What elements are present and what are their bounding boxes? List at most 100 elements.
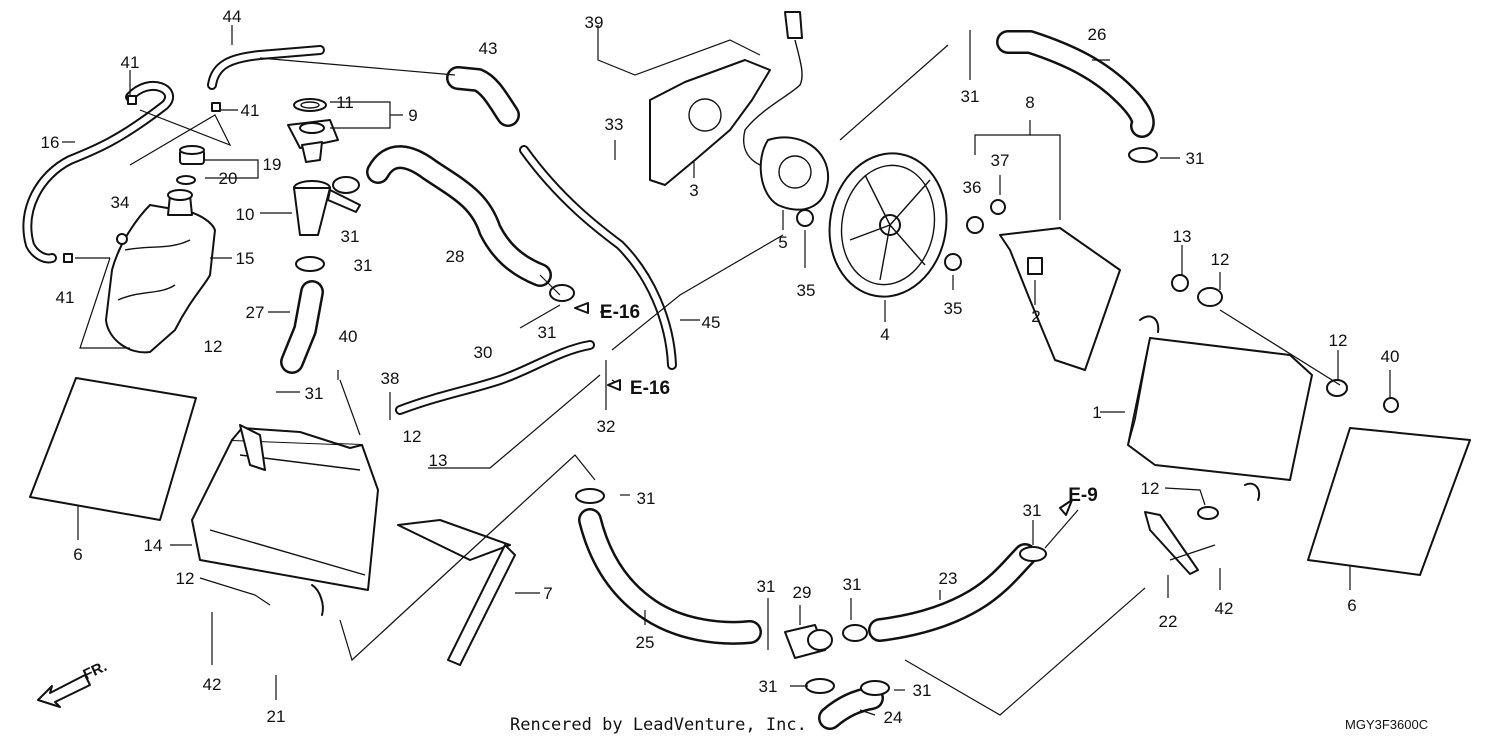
callout-33: 33: [605, 115, 624, 134]
callout-31: 31: [341, 227, 360, 246]
callout-32: 32: [597, 417, 616, 436]
callout-6: 6: [1347, 596, 1356, 615]
hose-28: [366, 145, 552, 287]
callout-21: 21: [267, 707, 286, 726]
callout-10: 10: [236, 205, 255, 224]
callout-labels: 44 41 41 11 9 43 16 19 20 34 10 31 15 31…: [41, 7, 1400, 727]
callout-34: 34: [111, 193, 130, 212]
callout-22: 22: [1159, 612, 1178, 631]
hose-26: [996, 30, 1155, 138]
clamp-31-upper: [1128, 147, 1158, 163]
hose-25: [578, 508, 762, 645]
front-direction-arrow: [37, 674, 91, 708]
callout-40: 40: [339, 327, 358, 346]
callout-15: 15: [236, 249, 255, 268]
fan-4: [828, 152, 948, 298]
callout-31: 31: [305, 384, 324, 403]
callout-3: 3: [689, 181, 698, 200]
hose-27: [280, 280, 324, 374]
motor-5: [743, 11, 830, 211]
callout-28: 28: [446, 247, 465, 266]
callout-14: 14: [144, 536, 163, 555]
callout-26: 26: [1088, 25, 1107, 44]
callout-12: 12: [1141, 479, 1160, 498]
cap-19: [179, 145, 205, 165]
reserve-tank-15: [105, 189, 216, 354]
callout-31: 31: [843, 575, 862, 594]
callout-31: 31: [913, 681, 932, 700]
reference-e16-upper: E-16: [600, 302, 640, 323]
callout-12: 12: [1211, 250, 1230, 269]
callout-31: 31: [961, 87, 980, 106]
hose-16: [22, 80, 174, 264]
reference-e9: E-9: [1068, 485, 1098, 506]
stay-3: [649, 59, 771, 186]
reference-arrows: [574, 302, 1073, 516]
callout-31: 31: [757, 577, 776, 596]
hose-44: [207, 45, 325, 90]
callout-11: 11: [336, 93, 354, 112]
clamps-31-lower: [295, 176, 1047, 696]
callout-31: 31: [354, 256, 373, 275]
clip-41: [63, 95, 221, 263]
callout-38: 38: [381, 369, 400, 388]
section-references: E-16 E-16 E-9: [600, 302, 1098, 506]
fan-guard-6-left: [29, 377, 197, 521]
nut-35: [796, 209, 962, 271]
callout-31: 31: [1186, 149, 1205, 168]
callout-1: 1: [1092, 403, 1101, 422]
render-credit: Rencered by LeadVenture, Inc.: [510, 715, 807, 735]
reference-e16-lower: E-16: [630, 378, 670, 399]
callout-31: 31: [759, 677, 778, 696]
seal-20: [176, 175, 196, 185]
callout-41: 41: [56, 288, 75, 307]
callout-12: 12: [1329, 331, 1348, 350]
callout-12: 12: [403, 427, 422, 446]
callout-23: 23: [939, 569, 958, 588]
callout-35: 35: [797, 281, 816, 300]
callout-19: 19: [263, 155, 282, 174]
callout-30: 30: [474, 343, 493, 362]
callout-8: 8: [1025, 93, 1034, 112]
callout-7: 7: [543, 584, 552, 603]
callout-31: 31: [1023, 501, 1042, 520]
hose-23: [868, 543, 1037, 642]
radiator-1: [1127, 315, 1313, 501]
bolt-34: [116, 233, 128, 245]
radiator-14: [191, 424, 379, 616]
hose-24: [818, 686, 884, 730]
callout-41: 41: [121, 53, 140, 72]
callout-43: 43: [479, 39, 498, 58]
callout-31: 31: [538, 323, 557, 342]
cap-9: [287, 119, 339, 163]
callout-29: 29: [793, 583, 812, 602]
callout-45: 45: [702, 313, 721, 332]
callout-24: 24: [884, 708, 903, 727]
bracket-7: [397, 519, 516, 666]
callout-20: 20: [219, 169, 238, 188]
callout-9: 9: [408, 106, 417, 125]
callout-44: 44: [223, 7, 242, 26]
callout-13: 13: [1173, 227, 1192, 246]
leader-lines: [62, 25, 1391, 716]
callout-41: 41: [241, 101, 260, 120]
callout-36: 36: [963, 178, 982, 197]
pipe-43: [446, 66, 520, 127]
callout-42: 42: [1215, 599, 1234, 618]
bolt-2: [1027, 257, 1043, 275]
callout-42: 42: [203, 675, 222, 694]
callout-13: 13: [429, 451, 448, 470]
joint-29: [784, 624, 833, 659]
callout-16: 16: [41, 133, 60, 152]
callout-2: 2: [1031, 307, 1040, 326]
shroud-8: [966, 199, 1121, 371]
fan-guard-6-right: [1307, 427, 1471, 576]
callout-35: 35: [944, 299, 963, 318]
callout-40: 40: [1381, 347, 1400, 366]
stay-22: [1144, 511, 1199, 575]
callout-31: 31: [637, 489, 656, 508]
callout-4: 4: [880, 325, 889, 344]
diagram-code: MGY3F3600C: [1345, 717, 1428, 732]
callout-27: 27: [246, 303, 265, 322]
